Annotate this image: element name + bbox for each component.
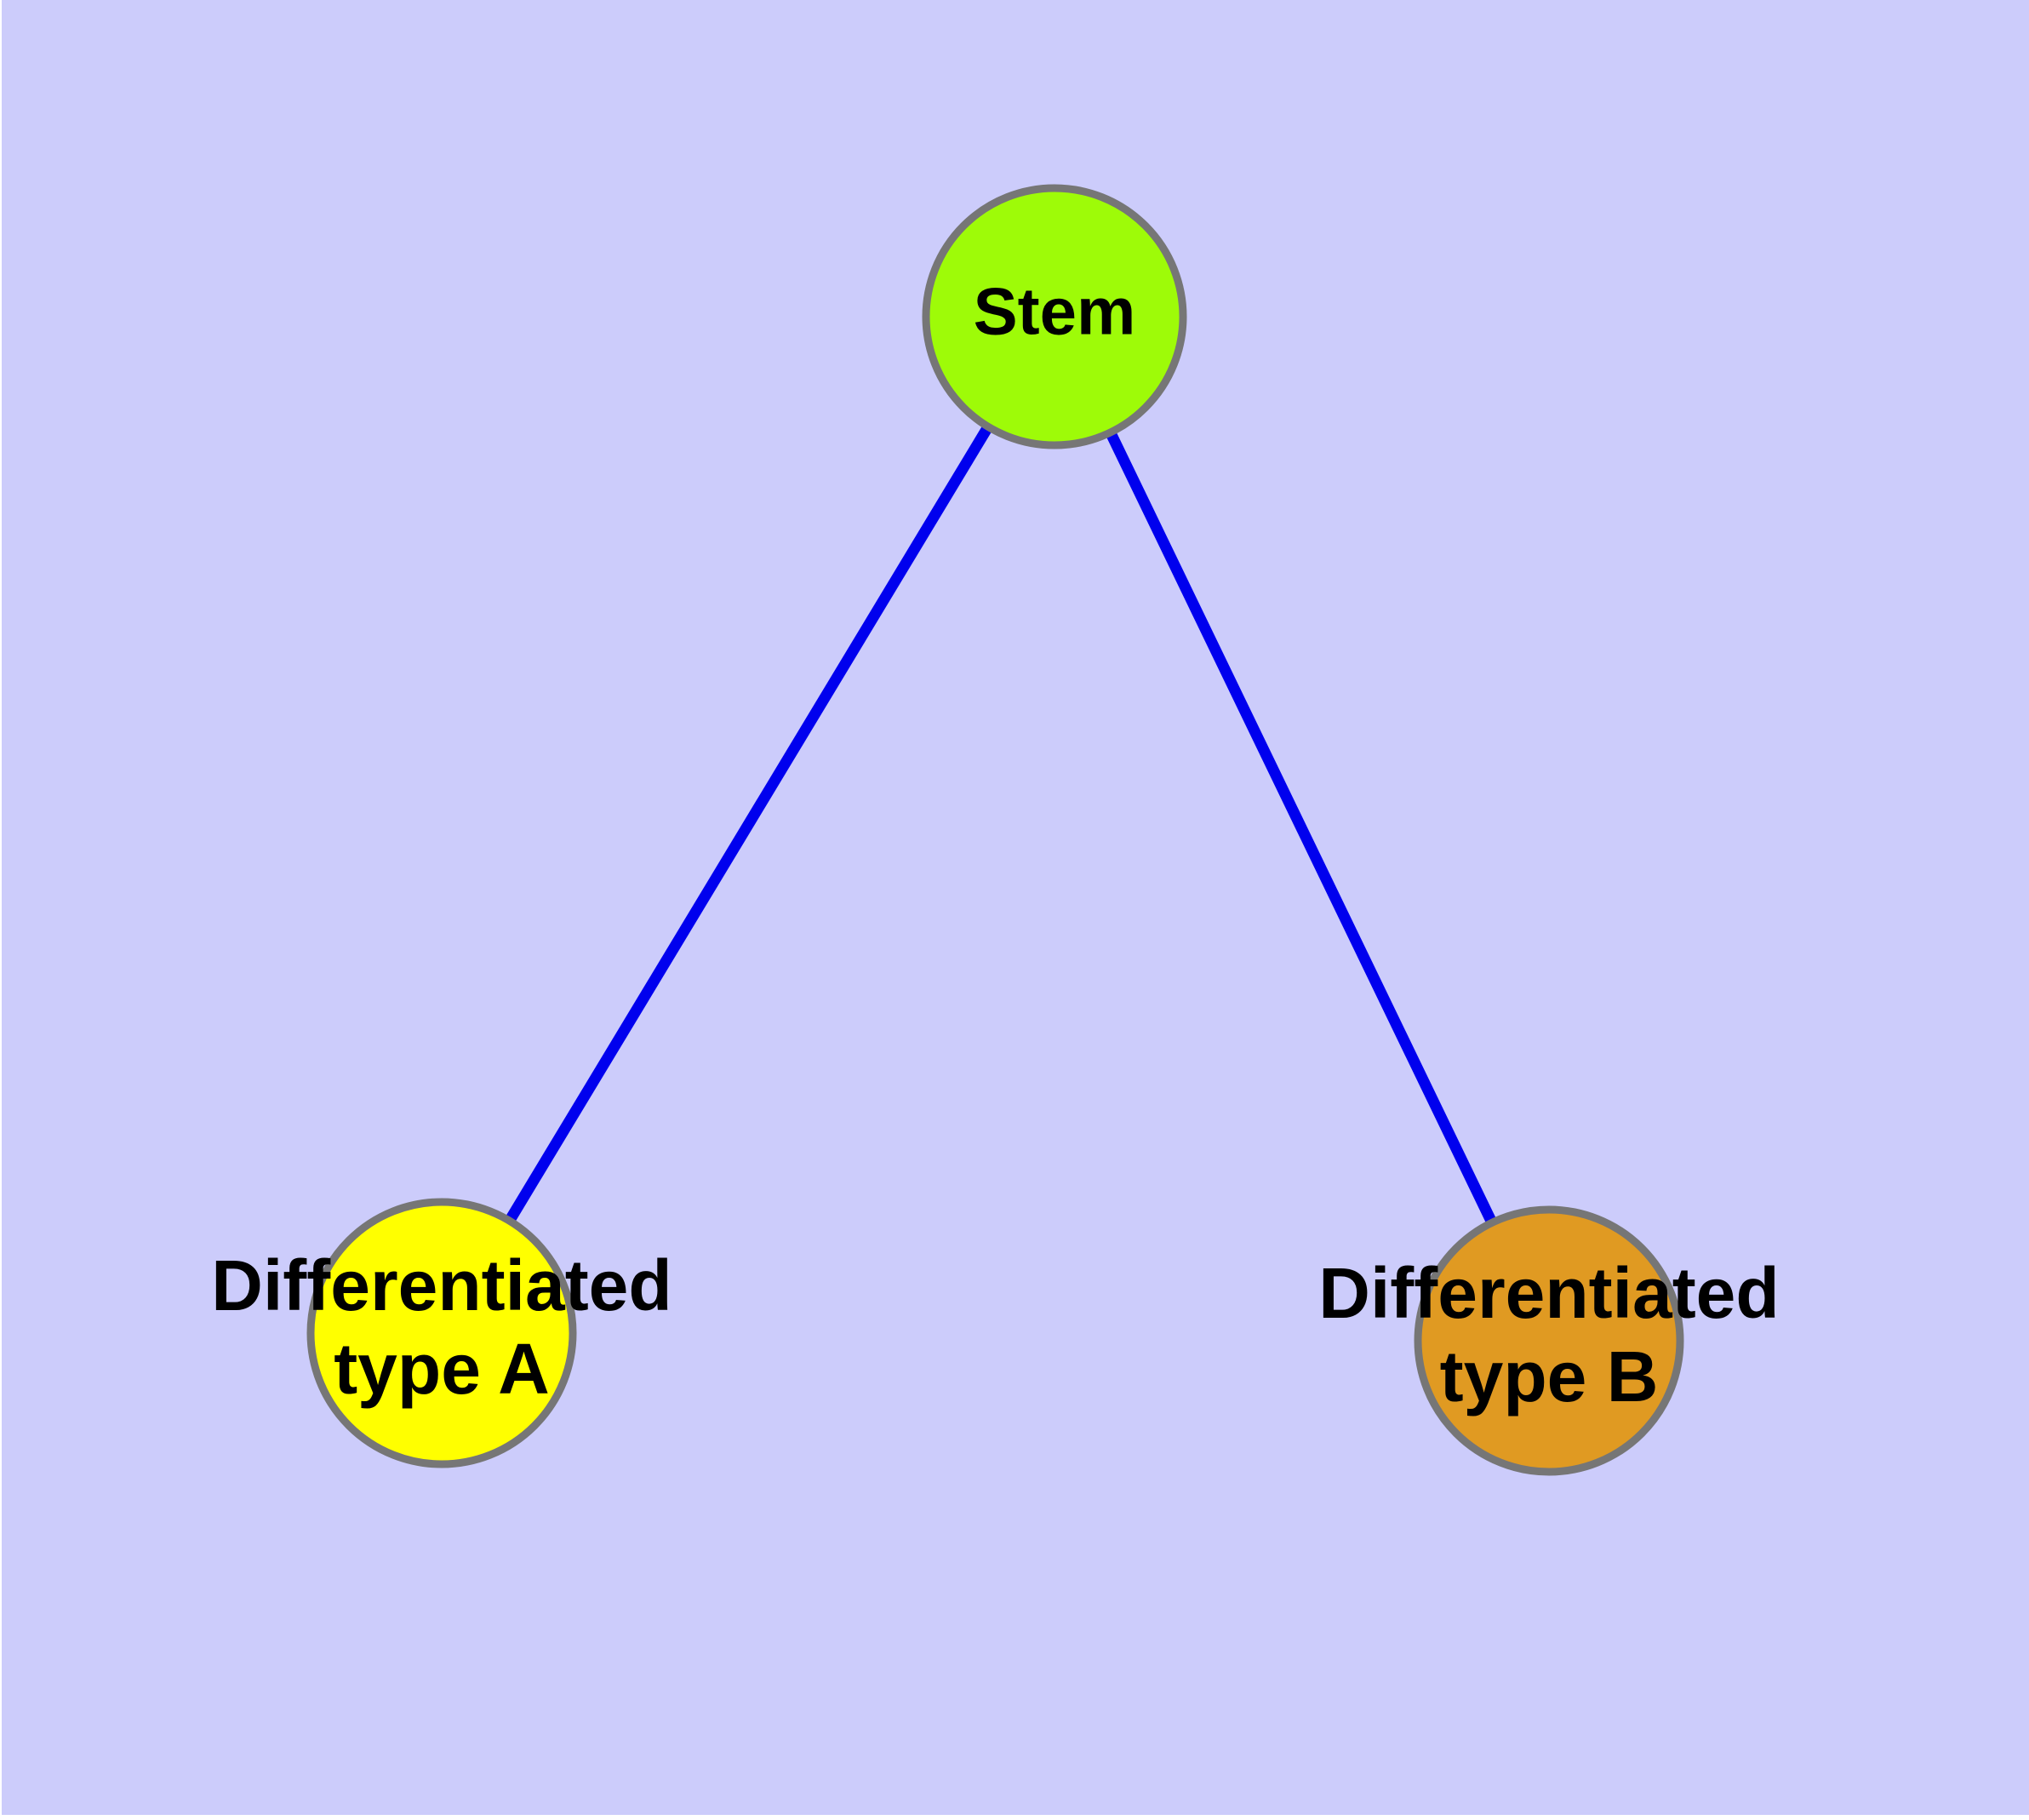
differentiated-type-b-label-line-2: type B	[1440, 1336, 1659, 1417]
differentiated-type-b-label-line-1: Differentiated	[1318, 1253, 1779, 1333]
node-layer: Stem Differentiated type A Differentiate…	[211, 184, 1780, 1476]
edge-stem-to-differentiated-type-a[interactable]	[503, 422, 994, 1226]
differentiated-type-a-label-line-2: type A	[334, 1329, 550, 1409]
edge-layer	[503, 422, 1498, 1227]
stem-node-circle[interactable]	[922, 184, 1187, 449]
differentiated-type-a-node-circle[interactable]	[306, 1198, 577, 1468]
differentiated-type-a-label-line-1: Differentiated	[211, 1245, 672, 1325]
stem-node-label: Stem	[974, 274, 1136, 349]
node-stem[interactable]: Stem	[922, 184, 1187, 449]
differentiated-type-b-node-circle[interactable]	[1414, 1205, 1684, 1476]
edge-stem-to-differentiated-type-b[interactable]	[1104, 428, 1498, 1227]
node-differentiated-type-b[interactable]: Differentiated type B	[1318, 1205, 1780, 1476]
node-differentiated-type-a[interactable]: Differentiated type A	[211, 1198, 672, 1468]
